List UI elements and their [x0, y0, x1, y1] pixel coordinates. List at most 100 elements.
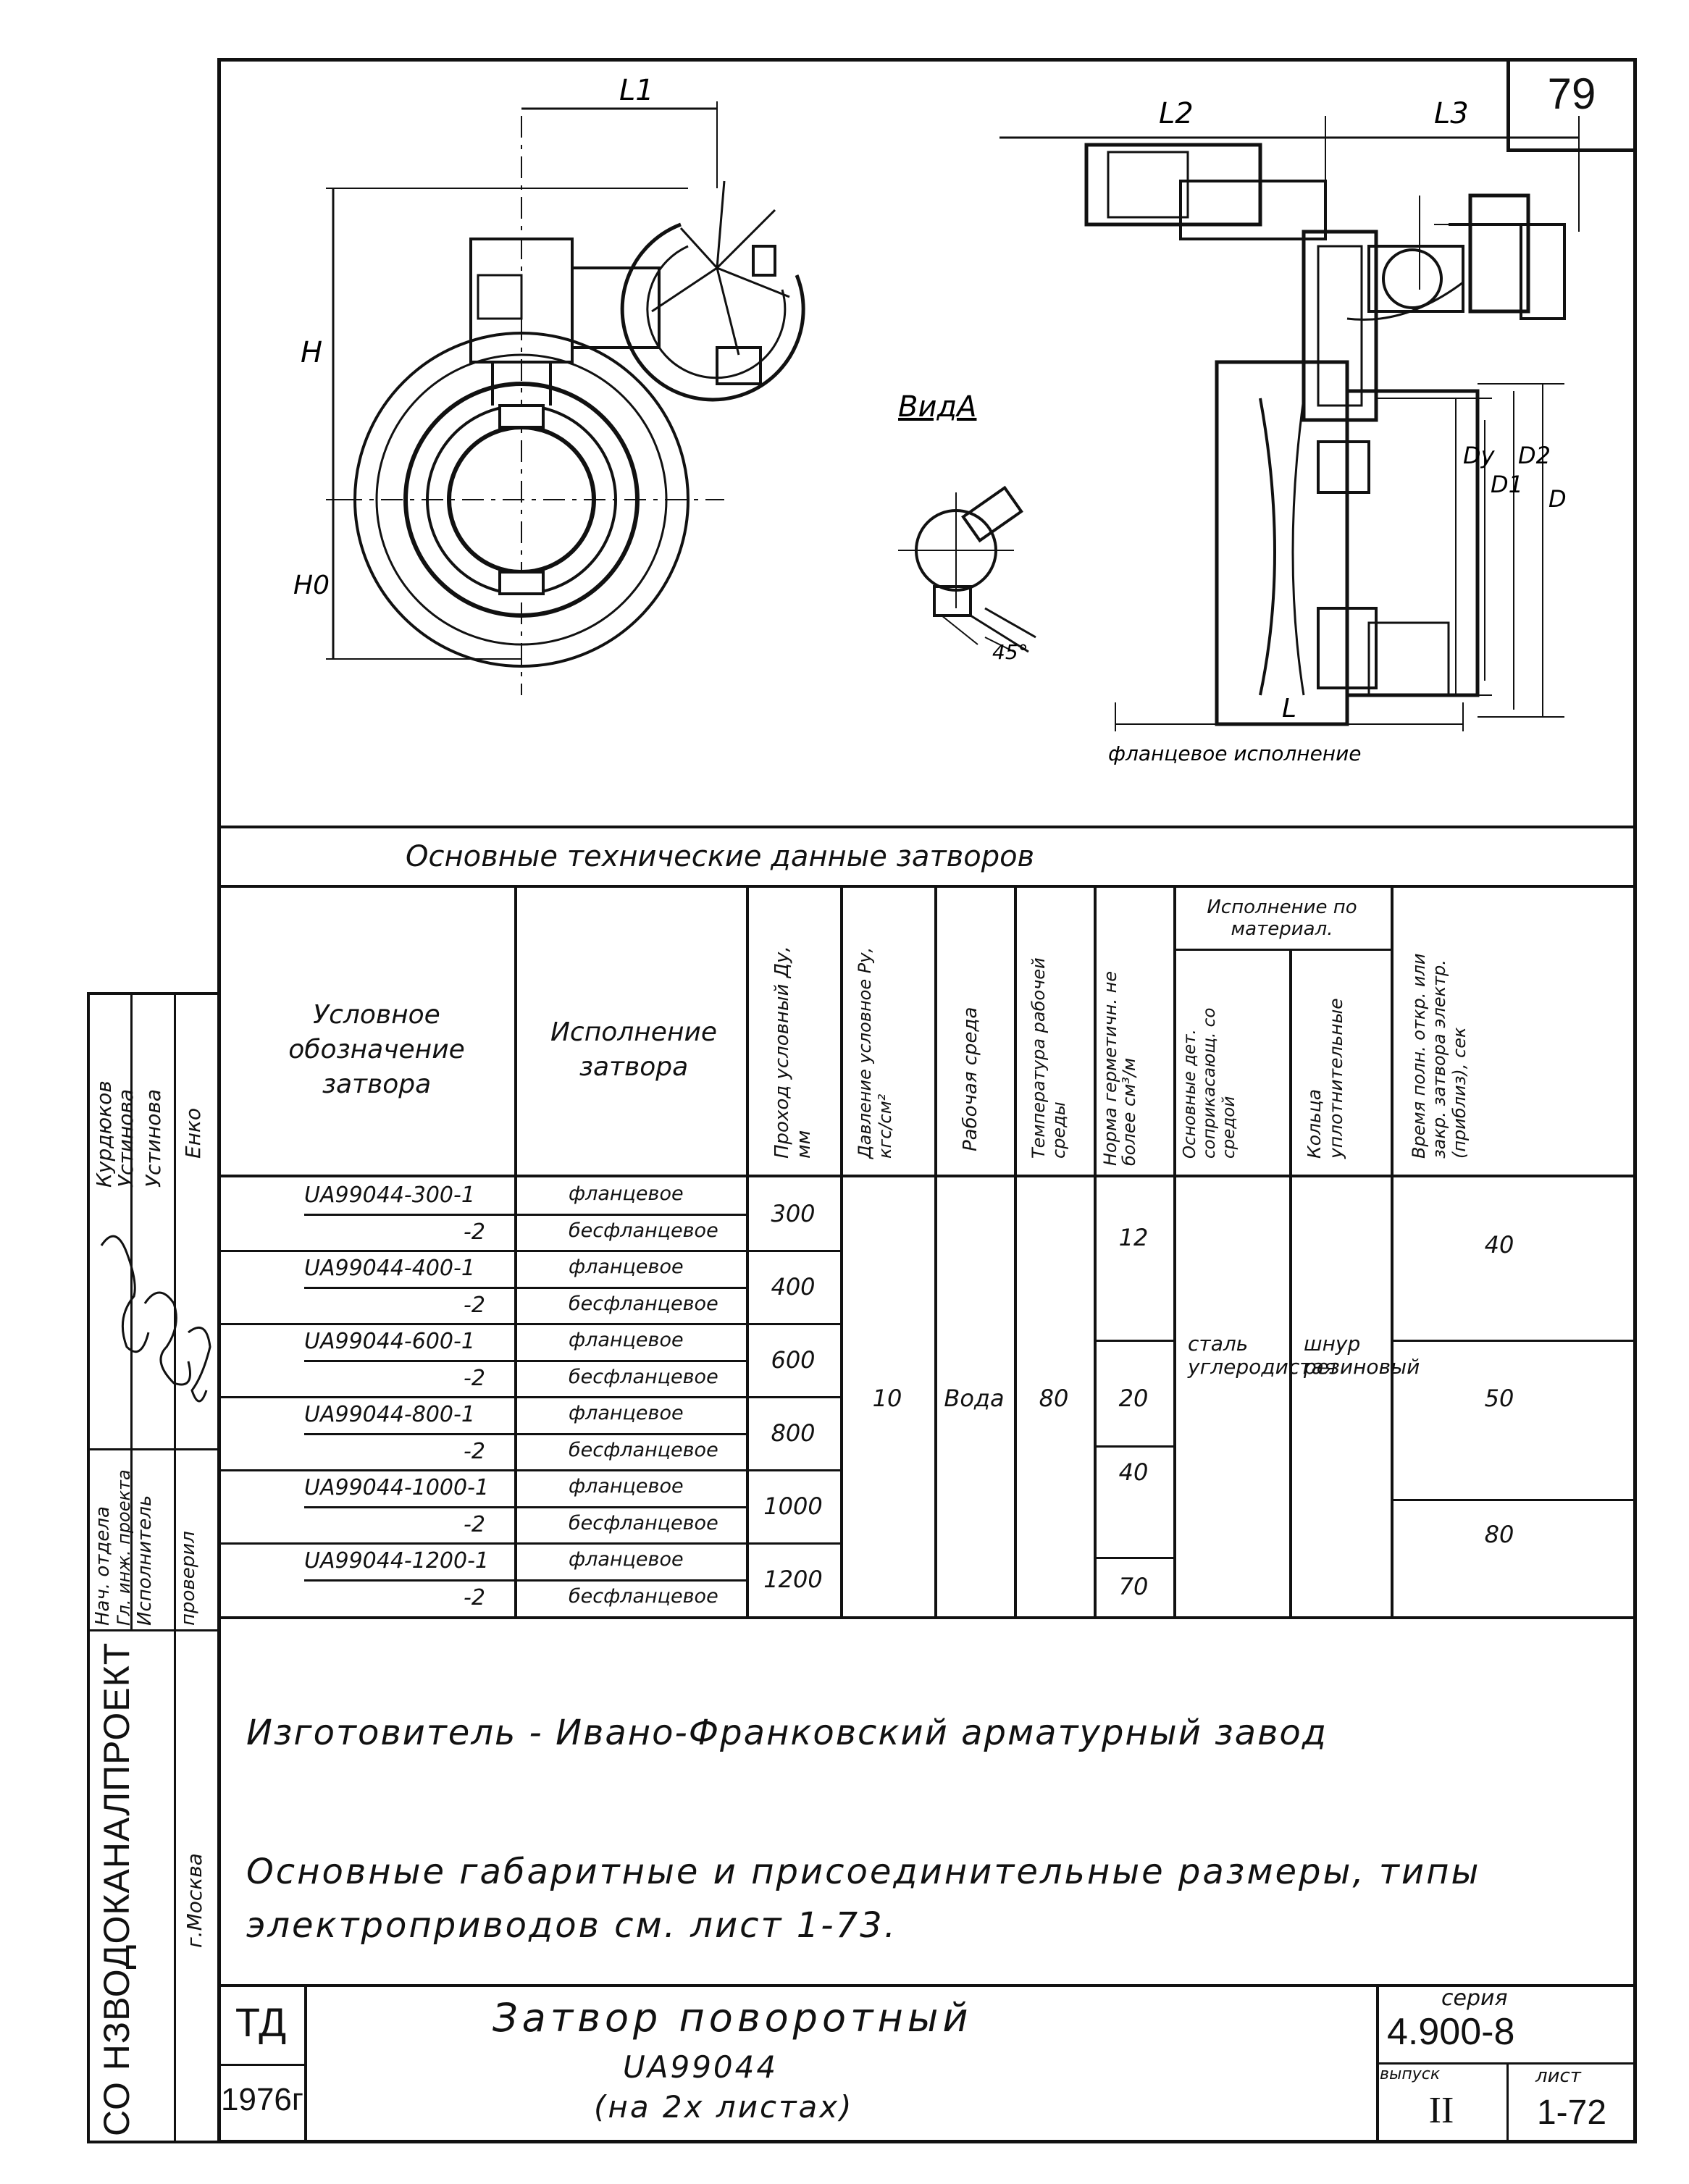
row-designation: UA99044-300-1	[304, 1183, 475, 1208]
side-block	[87, 992, 217, 2143]
issue-value: II	[1428, 2090, 1454, 2131]
leak-value-1: 12	[1118, 1224, 1149, 1251]
dn-value: 300	[771, 1200, 816, 1227]
row-designation: -2	[464, 1219, 485, 1245]
col-line-7	[1173, 885, 1176, 1616]
header-designation: Условное обозначение затвора	[288, 1000, 465, 1099]
dim-d: D	[1548, 485, 1567, 513]
year: 1976г	[221, 2082, 303, 2117]
dim-d2: D2	[1518, 442, 1551, 469]
dn-sep	[746, 1542, 840, 1545]
row-execution: бесфланцевое	[569, 1438, 718, 1461]
time-value-2: 50	[1484, 1385, 1514, 1412]
header-time: Время полн. откр. или закр. затвора элек…	[1409, 953, 1470, 1159]
side-role-1: Нач. отдела	[92, 1506, 114, 1626]
time-sep-2	[1391, 1499, 1637, 1501]
col-line-8	[1289, 949, 1292, 1616]
dim-h: H	[301, 336, 322, 369]
material-parts-value: сталь углеродистая	[1188, 1332, 1336, 1379]
sheet-number-box	[1506, 58, 1637, 152]
header-material-parts: Основные дет. соприкасающ. со средой	[1181, 1007, 1239, 1159]
header-dn: Проход условный Ду, мм	[771, 946, 815, 1159]
row-line	[304, 1359, 746, 1362]
header-temperature: Температура рабочей среды	[1028, 957, 1069, 1159]
dn-value: 1000	[763, 1492, 823, 1520]
dn-value: 600	[771, 1346, 816, 1374]
row-line	[304, 1286, 746, 1289]
time-sep-1	[1391, 1340, 1637, 1342]
dim-h0: H0	[293, 571, 330, 600]
dn-sep	[746, 1469, 840, 1471]
medium-value: Вода	[944, 1385, 1005, 1412]
header-leak-norm: Норма герметичн. не более см³/м	[1100, 970, 1139, 1166]
row-execution: бесфланцевое	[569, 1511, 718, 1534]
row-line	[217, 1323, 746, 1325]
side-name-2: Устинова	[114, 1088, 138, 1188]
dn-value: 800	[771, 1419, 816, 1447]
stamp-td: ТД	[235, 1999, 287, 2045]
leak-sep-3	[1094, 1557, 1173, 1559]
drawing-bottom-line	[217, 826, 1637, 828]
row-execution: фланцевое	[569, 1329, 684, 1351]
row-designation: UA99044-600-1	[304, 1329, 475, 1354]
row-execution: бесфланцевое	[569, 1219, 718, 1242]
row-execution: фланцевое	[569, 1475, 684, 1498]
col-line-6	[1094, 885, 1097, 1616]
time-value-3: 80	[1484, 1521, 1514, 1548]
leak-value-4: 70	[1118, 1573, 1149, 1600]
row-designation: UA99044-1200-1	[304, 1548, 489, 1574]
row-execution: бесфланцевое	[569, 1365, 718, 1388]
header-pressure: Давление условное Ру, кгс/см²	[855, 946, 895, 1159]
row-execution: фланцевое	[569, 1402, 684, 1424]
header-material-group: Исполнение по материал.	[1207, 896, 1357, 940]
side-col-3	[174, 1629, 176, 2143]
row-line	[304, 1505, 746, 1508]
col-line-4	[934, 885, 937, 1616]
row-execution: фланцевое	[569, 1256, 684, 1278]
drawing-title: Затвор поворотный	[493, 1995, 973, 2041]
drawing-model: UA99044	[623, 2049, 779, 2085]
tb-issue-sep	[1506, 2062, 1509, 2143]
row-execution: бесфланцевое	[569, 1584, 718, 1608]
header-execution: Исполнение затвора	[550, 1017, 718, 1082]
dn-value: 400	[771, 1273, 816, 1301]
table-bottom-line	[217, 1616, 1637, 1619]
side-role-4: проверил	[177, 1531, 199, 1626]
header-medium: Рабочая среда	[960, 1007, 981, 1151]
col-line-5	[1014, 885, 1017, 1616]
row-designation: UA99044-800-1	[304, 1402, 475, 1427]
row-designation: UA99044-1000-1	[304, 1475, 489, 1500]
table-title-line	[217, 885, 1637, 888]
row-line	[217, 1250, 746, 1252]
row-execution: бесфланцевое	[569, 1292, 718, 1315]
side-role-2: Гл. инж. проекта	[114, 1469, 134, 1626]
dn-sep	[746, 1396, 840, 1398]
dim-d1: D1	[1491, 471, 1523, 498]
row-line	[304, 1432, 746, 1435]
signatures	[100, 1235, 211, 1403]
row-line	[304, 1579, 746, 1582]
side-org: СО НЗВОДОКАНАЛПРОЕКТ	[96, 1642, 137, 2136]
sheets-note: (на 2х листах)	[594, 2089, 854, 2125]
side-name-4: Енко	[181, 1107, 205, 1159]
row-designation: -2	[464, 1365, 485, 1391]
dim-l: L	[1282, 694, 1296, 723]
technical-drawing: L1 L2 L3 H H0 L Dy D1 D2 D ВидА 45° флан…	[293, 74, 1580, 765]
sheet-label: лист	[1535, 2065, 1581, 2087]
flange-caption: фланцевое исполнение	[1108, 742, 1362, 765]
side-col-1	[130, 992, 133, 1629]
leak-value-2: 20	[1118, 1385, 1149, 1412]
row-execution: фланцевое	[569, 1183, 684, 1205]
row-designation: -2	[464, 1438, 485, 1464]
manufacturer-note: Изготовитель - Ивано-Франковский арматур…	[246, 1713, 1328, 1753]
col-line-3	[840, 885, 843, 1616]
angle-label: 45°	[992, 640, 1028, 664]
dim-l3: L3	[1434, 97, 1469, 130]
col-line-9	[1391, 885, 1393, 1616]
header-material-rings: Кольца уплотнительные	[1304, 998, 1346, 1159]
leak-value-3: 40	[1118, 1458, 1149, 1486]
row-line	[217, 1542, 746, 1545]
side-sep-2	[87, 1448, 217, 1450]
row-designation: UA99044-400-1	[304, 1256, 475, 1281]
side-sep-1	[87, 1629, 217, 1631]
